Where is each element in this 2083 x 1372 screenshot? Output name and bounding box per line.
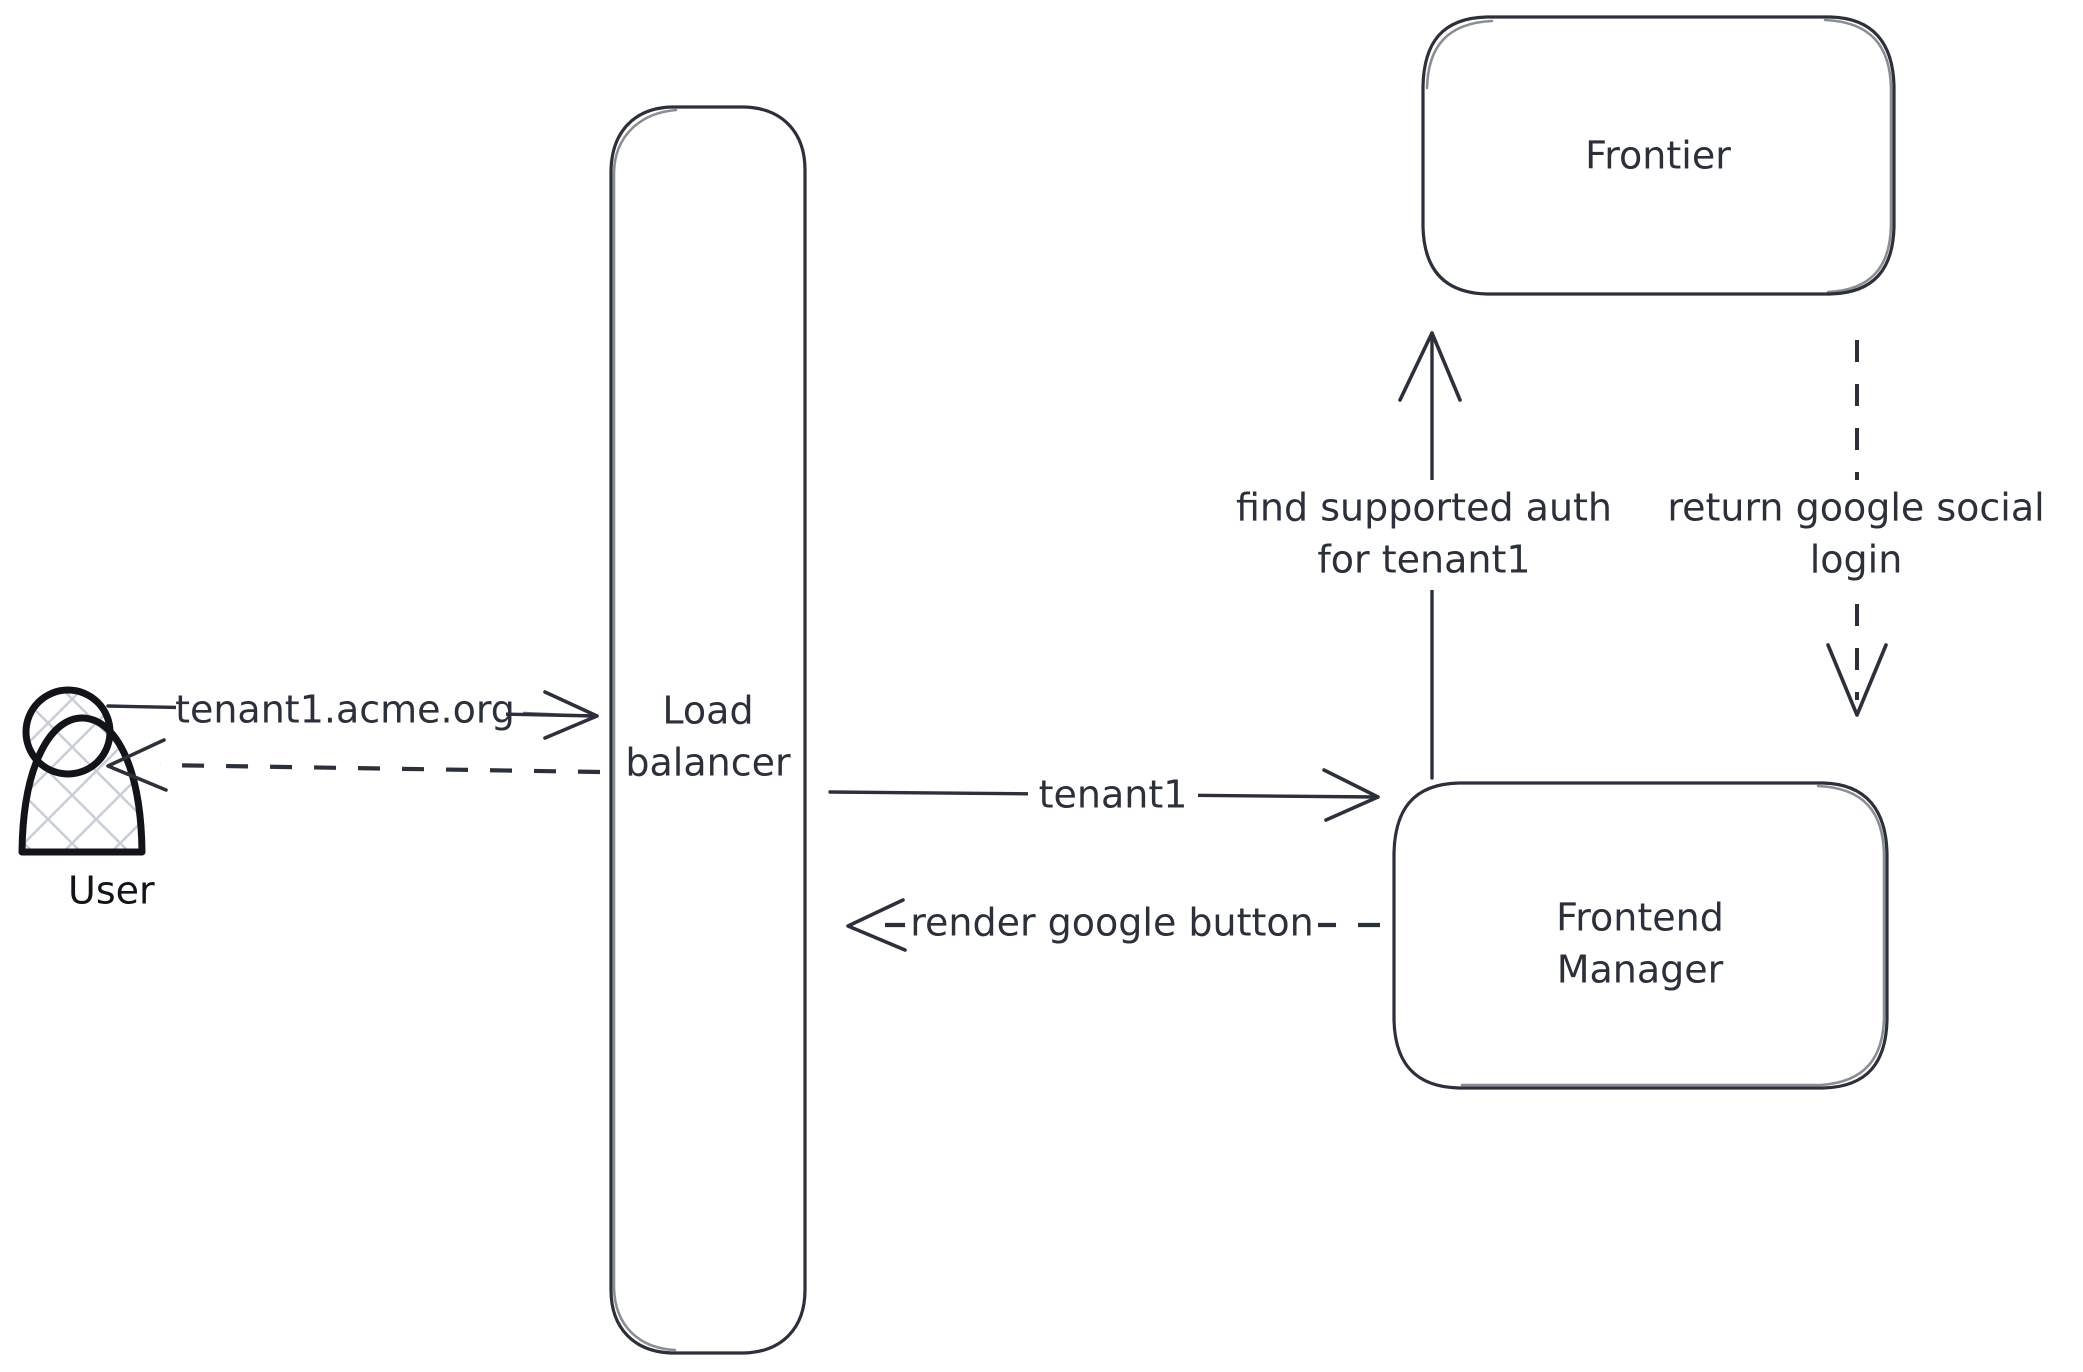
edge-fm-to-lb-label: render google button (910, 901, 1314, 945)
edge-frontier-to-fm-arrowhead (1826, 643, 1888, 717)
frontier-outline-secondary (1425, 18, 1893, 294)
edge-fm-to-frontier-label-line2: for tenant1 (1317, 538, 1530, 582)
edge-lb-to-user-line (159, 762, 601, 775)
edge-user-to-lb-label: tenant1.acme.org (175, 688, 515, 732)
edge-user-to-lb-arrowhead-inner (522, 711, 596, 718)
node-load-balancer[interactable]: Load balancer (609, 105, 807, 1355)
edge-user-to-lb-label-bg (176, 678, 506, 732)
edge-lb-to-fm[interactable]: tenant1 (828, 768, 1380, 822)
edge-frontier-to-fm-label-bg (1648, 480, 2068, 590)
edge-frontier-to-fm-label-line1: return google social (1667, 486, 2044, 530)
load-balancer-outline-secondary (612, 108, 678, 1352)
frontier-outline (1421, 15, 1896, 296)
edge-lb-to-fm-label-bg (1028, 770, 1198, 822)
frontend-manager-label-line1: Frontend (1556, 896, 1724, 940)
load-balancer-label-line1: Load (662, 689, 753, 733)
load-balancer-outline (609, 105, 807, 1355)
actor-user[interactable]: User (18, 686, 155, 913)
edge-fm-to-frontier[interactable]: find supported auth for tenant1 (1214, 331, 1634, 780)
load-balancer-label-line2: balancer (625, 741, 791, 785)
edge-fm-to-lb[interactable]: render google button (846, 898, 1380, 952)
edge-fm-to-frontier-arrowhead (1398, 331, 1462, 402)
user-body-fill (22, 718, 142, 852)
edge-fm-to-frontier-label-bg (1214, 480, 1634, 590)
edge-lb-to-user-arrowhead (106, 738, 168, 792)
edge-lb-to-user[interactable] (106, 738, 601, 792)
edge-lb-to-fm-label: tenant1 (1039, 773, 1188, 817)
frontend-manager-outline-secondary (1460, 784, 1886, 1087)
edge-fm-to-lb-arrowhead (846, 898, 907, 952)
frontend-manager-outline (1392, 781, 1889, 1090)
edge-fm-to-frontier-label-line1: find supported auth (1236, 486, 1612, 530)
edge-user-to-lb[interactable]: tenant1.acme.org (106, 678, 599, 740)
edge-lb-to-fm-arrowhead (1322, 768, 1380, 822)
frontend-manager-label-line2: Manager (1557, 948, 1724, 992)
frontier-label: Frontier (1585, 134, 1731, 178)
node-frontier[interactable]: Frontier (1421, 15, 1896, 296)
edge-user-to-lb-arrowhead (543, 690, 599, 740)
edge-frontier-to-fm-label-line2: login (1810, 538, 1903, 582)
user-label: User (68, 869, 155, 913)
node-frontend-manager[interactable]: Frontend Manager (1392, 781, 1889, 1090)
user-body-outline (18, 714, 146, 856)
edge-frontier-to-fm[interactable]: return google social login (1648, 340, 2068, 717)
